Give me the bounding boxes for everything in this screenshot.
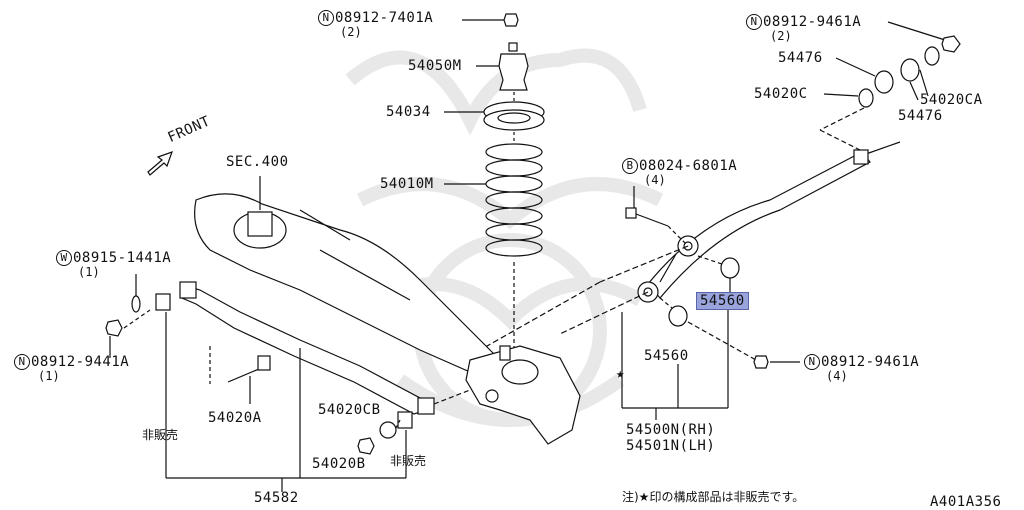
circle-letter: N	[804, 354, 820, 370]
small-bushing-set	[357, 419, 401, 455]
not-sold-label-left: 非販売	[142, 428, 179, 442]
nut-left	[105, 309, 151, 358]
part-label-54500n: 54500N(RH)	[626, 422, 716, 438]
part-label-54501n: 54501N(LH)	[626, 438, 716, 454]
circle-letter: N	[14, 354, 30, 370]
circle-letter: N	[746, 14, 762, 30]
part-label-54560: 54560	[644, 348, 689, 364]
part-label-54560-highlighted[interactable]: 54560	[696, 292, 749, 310]
part-label-54020a: 54020A	[208, 410, 262, 426]
part-number: 08915-1441A	[73, 250, 172, 266]
link-bracket	[165, 312, 407, 492]
nut-right	[687, 321, 800, 369]
part-label-54020ca: 54020CA	[920, 92, 983, 108]
arm-bracket	[621, 310, 729, 420]
part-number: 08912-9461A	[821, 354, 920, 370]
top-nut	[462, 13, 519, 27]
lateral-link	[155, 281, 471, 429]
part-label-54582: 54582	[254, 490, 299, 506]
part-number: 08912-9461A	[763, 14, 862, 30]
coil-spring	[444, 143, 543, 360]
qty-bolt: (4)	[644, 173, 666, 187]
front-arrow	[147, 151, 173, 176]
long-bolt	[209, 346, 271, 404]
circle-letter: N	[318, 10, 334, 26]
spring-seat	[444, 101, 545, 142]
upper-right-bushings	[819, 21, 961, 151]
part-label-spring-seat: 54034	[386, 104, 431, 120]
part-number: 08912-7401A	[335, 10, 434, 26]
footnote: 注)★印の構成部品は非販売です。	[622, 490, 805, 504]
part-label-54020cb: 54020CB	[318, 402, 381, 418]
bushing-lower	[659, 297, 688, 327]
part-label-bushing-54476-b: 54476	[898, 108, 943, 124]
qty-nut-right: (4)	[826, 369, 848, 383]
qty-nut-upper-right: (2)	[770, 29, 792, 43]
star-mark: ★	[616, 366, 625, 382]
part-label-sec400: SEC.400	[226, 154, 289, 170]
diagram-id: A401A356	[930, 494, 1002, 510]
bolt	[625, 186, 689, 247]
knuckle	[465, 345, 581, 445]
part-number: 08912-9441A	[31, 354, 130, 370]
part-number: 08024-6801A	[639, 158, 738, 174]
bump-stop	[476, 42, 529, 102]
washer-left	[131, 274, 141, 313]
circle-letter: B	[622, 158, 638, 174]
part-label-bump-stop: 54050M	[408, 58, 462, 74]
not-sold-label-right: 非販売	[390, 454, 427, 468]
part-label-coil-spring: 54010M	[380, 176, 434, 192]
part-label-bushing-54476-a: 54476	[778, 50, 823, 66]
part-label-54020b: 54020B	[312, 456, 366, 472]
axle-housing	[194, 176, 502, 373]
circle-letter: W	[56, 250, 72, 266]
part-label-54020c: 54020C	[754, 86, 808, 102]
qty-washer: (1)	[78, 265, 100, 279]
qty-nut-left: (1)	[38, 369, 60, 383]
bushing-upper	[697, 255, 740, 296]
qty-nut-top: (2)	[340, 25, 362, 39]
